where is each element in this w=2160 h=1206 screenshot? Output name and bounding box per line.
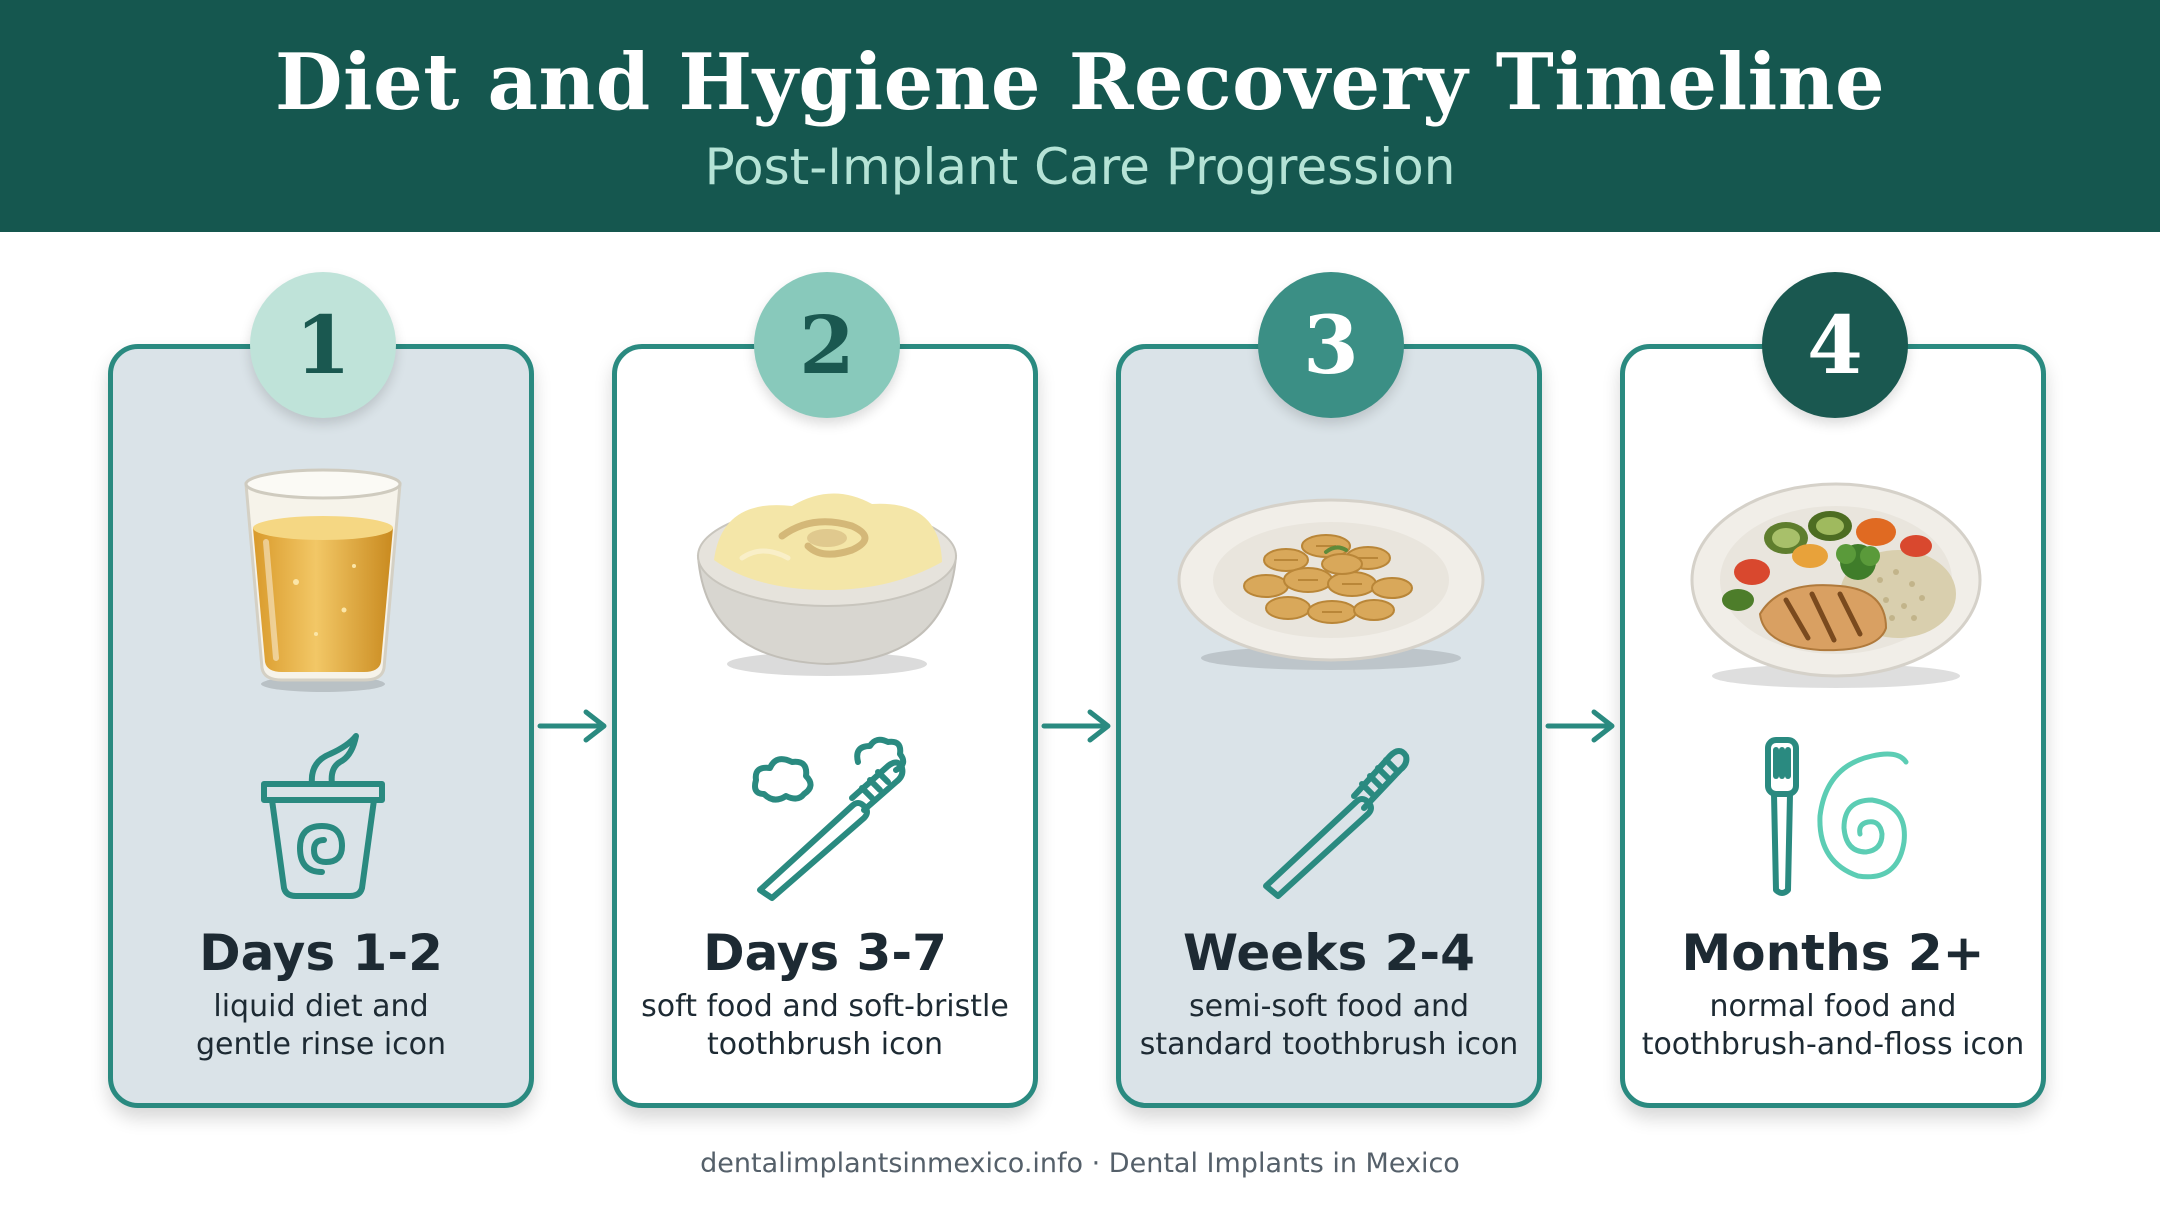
- arrow-right-icon: [537, 709, 607, 743]
- mashed-potato-bowl-icon: [696, 493, 958, 676]
- page-title: Diet and Hygiene Recovery Timeline: [274, 37, 1886, 128]
- pasta-plate-icon: [1177, 498, 1485, 670]
- stage-title-3: Weeks 2-4: [1183, 924, 1475, 982]
- toothbrush-and-floss-icon: [1765, 737, 1909, 896]
- stage-badge-4: 4: [1762, 272, 1908, 418]
- stage-badge-2: 2: [754, 272, 900, 418]
- stage-card-4: [1620, 344, 2046, 1108]
- standard-toothbrush-icon: [1263, 748, 1410, 899]
- arrow-right-icon: [1545, 709, 1615, 743]
- header-banner: [0, 0, 2160, 232]
- stage-description-4: normal food and toothbrush-and-floss ico…: [1641, 989, 2025, 1062]
- stage-badge-1: 1: [250, 272, 396, 418]
- stage-card-3: [1116, 344, 1542, 1108]
- stage-description-2: soft food and soft-bristle toothbrush ic…: [641, 989, 1009, 1062]
- page-subtitle: Post-Implant Care Progression: [704, 138, 1456, 196]
- juice-glass-icon: [244, 468, 402, 692]
- stage-title-1: Days 1-2: [199, 924, 443, 982]
- chicken-vegetable-plate-icon: [1690, 482, 1982, 688]
- arrow-right-icon: [1041, 709, 1111, 743]
- footer-credit: dentalimplantsinmexico.info · Dental Imp…: [700, 1148, 1460, 1179]
- stage-title-2: Days 3-7: [703, 924, 947, 982]
- stage-description-1: liquid diet and gentle rinse icon: [195, 989, 447, 1062]
- stage-title-4: Months 2+: [1681, 924, 1985, 982]
- soft-bristle-toothbrush-icon: [752, 736, 907, 901]
- stage-badge-3: 3: [1258, 272, 1404, 418]
- stage-card-2: [612, 344, 1038, 1108]
- rinse-cup-icon: [261, 733, 385, 899]
- stage-description-3: semi-soft food and standard toothbrush i…: [1139, 989, 1519, 1062]
